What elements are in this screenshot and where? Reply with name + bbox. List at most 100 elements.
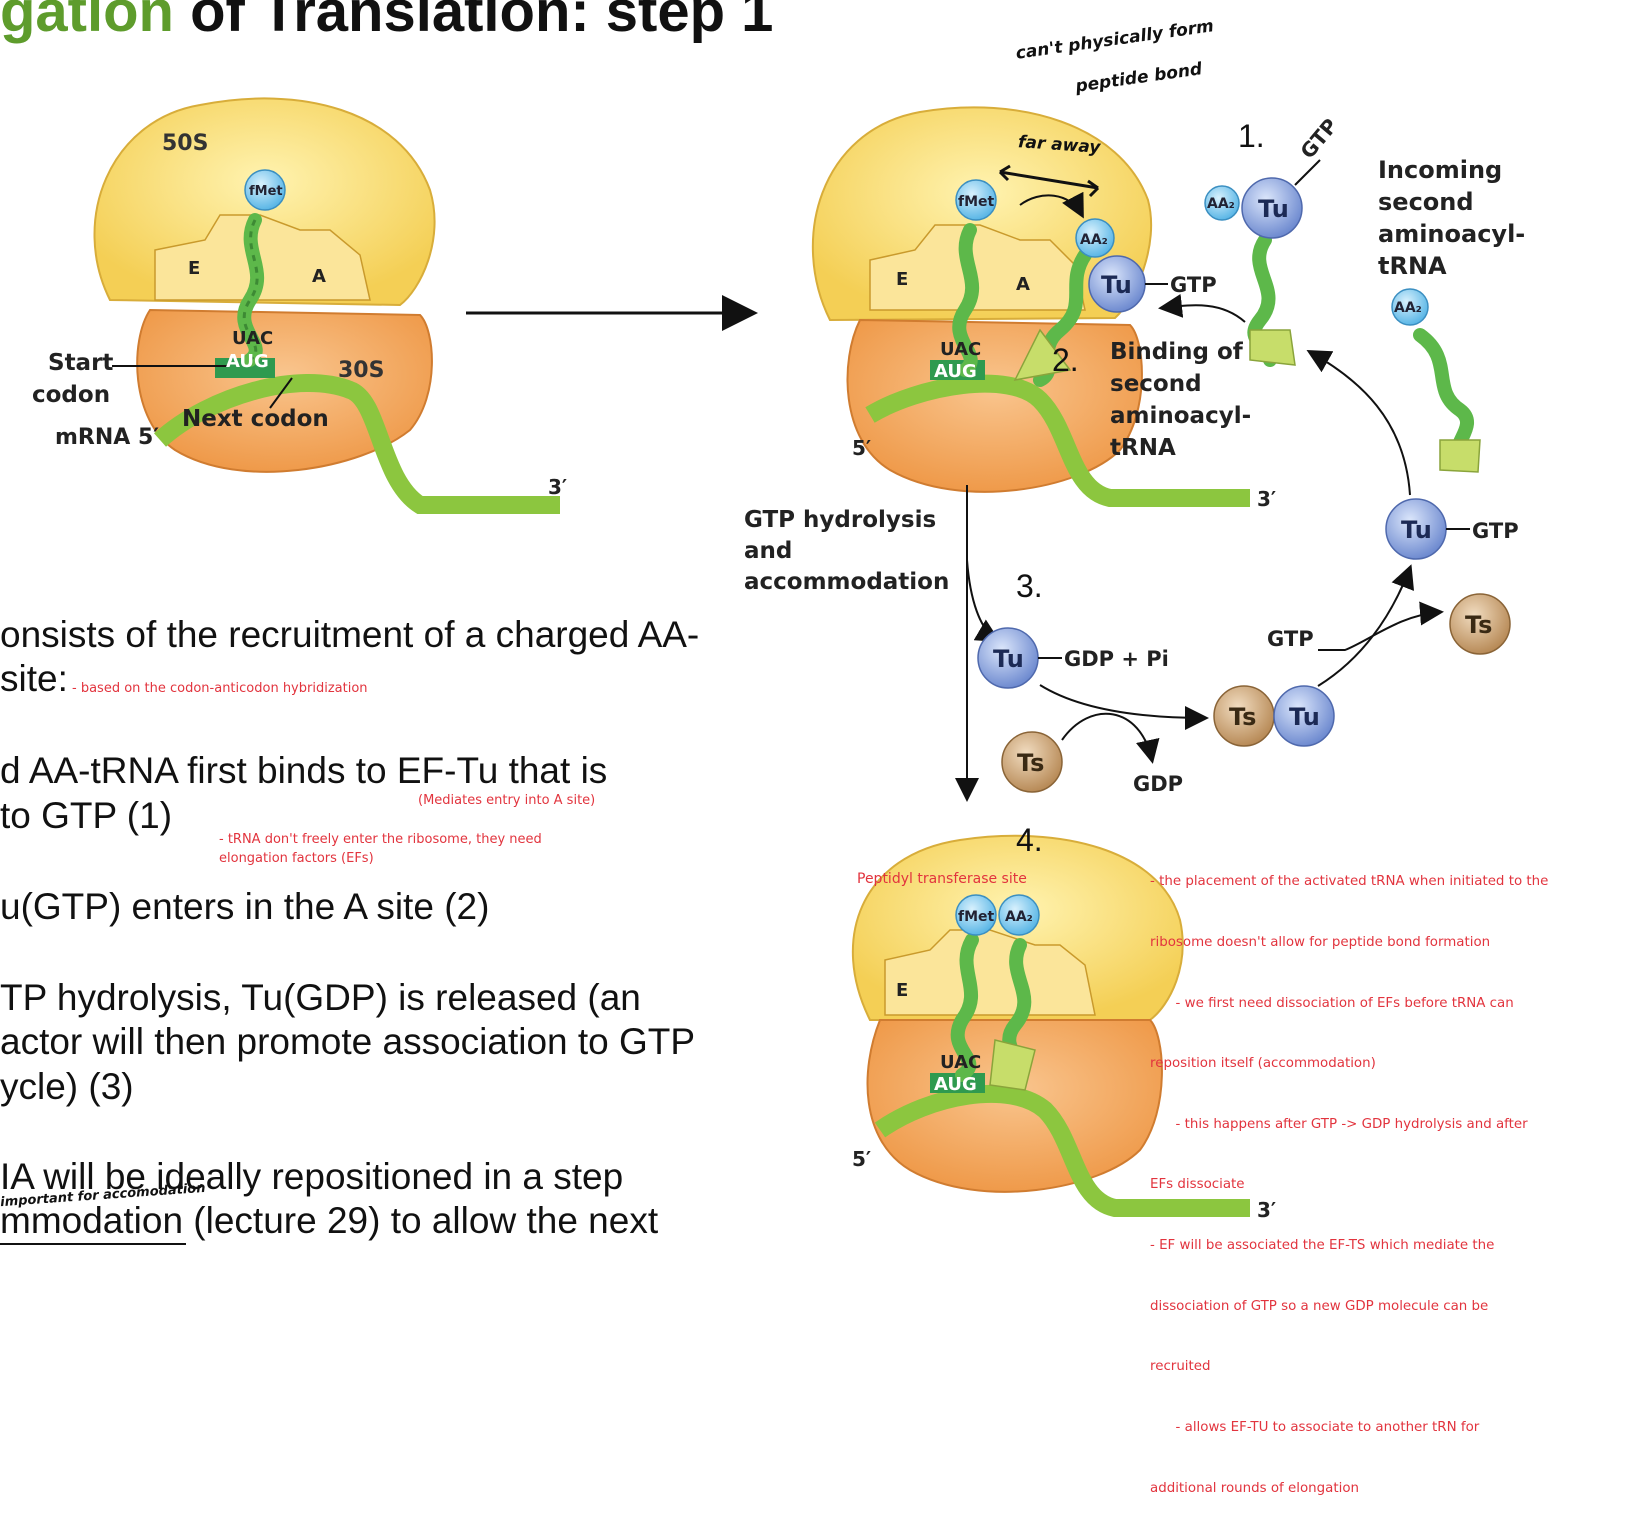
body-line-5: u(GTP) enters in the A site (2) [0, 886, 490, 927]
label-3-end-3: 3′ [1257, 1198, 1276, 1222]
title-part-black: of Translation: step 1 [190, 0, 774, 44]
label-tu-incoming: Tu [1258, 195, 1289, 223]
label-gdp: GDP [1133, 772, 1183, 796]
label-tu-2: Tu [1101, 271, 1132, 299]
label-gtp-hydrolysis-2: and [744, 538, 792, 564]
label-50s: 50S [162, 131, 208, 156]
fmet-bead [244, 169, 286, 211]
label-fmet-1: fMet [249, 184, 283, 199]
side-note-line: - we first need dissociation of EFs befo… [1150, 995, 1514, 1011]
label-codon-2: AUG [934, 361, 977, 382]
label-aa2-free: AA₂ [1394, 300, 1422, 316]
step-number-1: 1. [1238, 118, 1265, 154]
side-note-line: - allows EF-TU to associate to another t… [1150, 1419, 1480, 1435]
body-line-2: site: [0, 658, 68, 699]
label-gtp-cycle: GTP [1267, 627, 1314, 651]
body-line-10: mmodation (lecture 29) to allow the next [0, 1200, 659, 1241]
label-start-codon-1: Start [48, 350, 113, 376]
ribosome-initiation [93, 97, 560, 514]
label-aa2-2: AA₂ [1080, 232, 1108, 248]
label-site-e-2: E [896, 269, 908, 290]
label-incoming-2: second [1378, 188, 1474, 216]
label-tu-complex: Tu [1289, 703, 1320, 731]
label-gtp-incoming: GTP [1295, 114, 1342, 163]
label-site-a-1: A [312, 266, 326, 287]
label-start-codon-2: codon [32, 382, 110, 408]
side-note-line: recruited [1150, 1359, 1211, 1375]
note-trna-need-ef-2: elongation factors (EFs) [219, 851, 374, 866]
label-site-a-2: A [1016, 274, 1030, 295]
label-ts-complex: Ts [1229, 703, 1256, 731]
step-number-2: 2. [1052, 342, 1079, 378]
label-aa2-3: AA₂ [1005, 909, 1033, 925]
label-30s: 30S [338, 358, 384, 383]
label-next-codon: Next codon [182, 406, 329, 432]
title-part-green: gation [0, 0, 174, 44]
label-peptidyl-transferase: Peptidyl transferase site [857, 871, 1027, 887]
label-codon-3: AUG [934, 1074, 977, 1095]
side-note-line: - this happens after GTP -> GDP hydrolys… [1150, 1116, 1528, 1132]
body-line-7: actor will then promote association to G… [0, 1021, 696, 1062]
body-line-8: ycle) (3) [0, 1066, 134, 1107]
label-fmet-3: fMet [958, 909, 995, 925]
label-gtp-tu: GTP [1472, 519, 1519, 543]
step-number-4: 4. [1016, 822, 1043, 858]
label-incoming-1: Incoming [1378, 156, 1502, 184]
label-3-end-1: 3′ [548, 475, 567, 499]
label-gtp-hydrolysis-1: GTP hydrolysis [744, 507, 936, 533]
label-3-end-2: 3′ [1257, 487, 1276, 511]
label-binding-2: second [1110, 371, 1202, 397]
mrna-strand [153, 374, 560, 514]
ribosome-accommodation [851, 834, 1250, 1217]
underline-accommodation [0, 1243, 186, 1245]
label-binding-3: aminoacyl- [1110, 403, 1251, 429]
label-binding-4: tRNA [1110, 435, 1176, 461]
label-site-e-3: E [896, 980, 908, 1001]
label-fmet-2: fMet [958, 194, 995, 210]
side-note-line: ribosome doesn't allow for peptide bond … [1150, 935, 1491, 951]
side-note-line: additional rounds of elongation [1150, 1480, 1360, 1496]
translation-diagram: 50S fMet E A UAC AUG 30S Start codon mRN… [32, 97, 1525, 1222]
free-aminoacyl-trna [1306, 288, 1481, 496]
ribosome-binding [811, 106, 1250, 507]
label-ts-free: Ts [1017, 749, 1044, 777]
label-mrna-5: mRNA 5′ [55, 425, 159, 450]
side-note-line: - the placement of the activated tRNA wh… [1150, 874, 1549, 890]
body-line-1: onsists of the recruitment of a charged … [0, 614, 700, 655]
label-site-e-1: E [188, 258, 200, 279]
side-note-line: EFs dissociate [1150, 1177, 1245, 1193]
label-gtp-2: GTP [1170, 273, 1217, 297]
label-tu-gdp: Tu [993, 645, 1024, 673]
side-notes: - the placement of the activated tRNA wh… [1150, 832, 1548, 1519]
label-5-end-3: 5′ [852, 1147, 871, 1171]
label-incoming-3: aminoacyl- [1378, 220, 1525, 248]
label-codon-1: AUG [226, 351, 269, 372]
label-ts-released: Ts [1465, 611, 1492, 639]
label-aa2-incoming: AA₂ [1207, 196, 1235, 212]
step-number-3: 3. [1016, 568, 1043, 604]
ef-cycle [955, 485, 1511, 802]
start-codon-box [215, 358, 275, 378]
incoming-complex [1158, 159, 1321, 367]
label-gdp-pi: GDP + Pi [1064, 647, 1169, 671]
label-anticodon-1: UAC [232, 328, 273, 349]
label-tu-gtp: Tu [1401, 516, 1432, 544]
side-note-line: - EF will be associated the EF-TS which … [1150, 1238, 1495, 1254]
label-anticodon-2: UAC [940, 339, 981, 360]
ts-bead-free [1001, 731, 1063, 793]
note-trna-need-ef-1: - tRNA don't freely enter the ribosome, … [219, 832, 542, 847]
ts-bead-released [1449, 593, 1511, 655]
tu-bead-complex [1273, 685, 1335, 747]
mrna-strand-2 [865, 374, 1250, 507]
label-5-end-2: 5′ [852, 436, 871, 460]
slide-title: gation of Translation: step 1 [0, 0, 773, 45]
body-line-9: IA will be ideally repositioned in a ste… [0, 1156, 624, 1197]
label-binding-1: Binding of [1110, 339, 1244, 365]
label-gtp-hydrolysis-3: accommodation [744, 569, 949, 595]
note-codon-anticodon: - based on the codon-anticodon hybridiza… [72, 681, 368, 696]
side-note-line: reposition itself (accommodation) [1150, 1056, 1376, 1072]
body-line-6: TP hydrolysis, Tu(GDP) is released (an [0, 977, 641, 1018]
body-line-4: to GTP (1) [0, 795, 173, 836]
label-anticodon-3: UAC [940, 1052, 981, 1073]
note-mediates-entry: (Mediates entry into A site) [418, 793, 596, 808]
